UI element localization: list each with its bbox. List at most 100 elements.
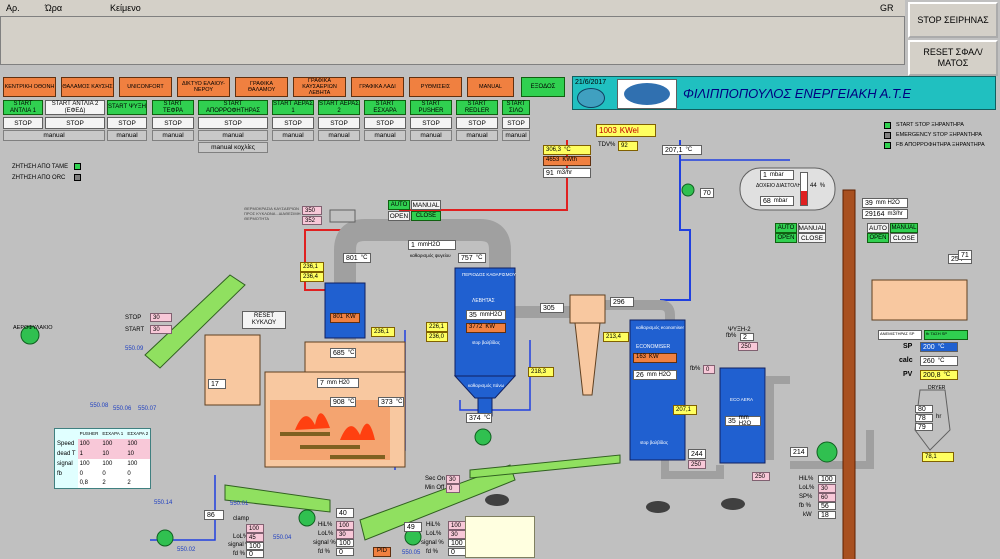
drier-top-t: 71 [958,250,972,260]
pusher-cell[interactable]: 1 [77,448,101,459]
stop-pump2-button[interactable]: STOP [45,117,105,129]
manual-pumps-button[interactable]: manual [3,130,105,141]
drier-sp2: 80 [915,405,933,413]
drier-sp-pct: 60 [818,493,836,502]
nav-manual[interactable]: MANUAL [467,77,514,97]
burner-manual-button[interactable]: MANUAL [411,200,441,210]
tank-close-button[interactable]: CLOSE [798,233,826,243]
pusher-cell[interactable]: 10 [125,448,151,459]
tank-open-button[interactable]: OPEN [775,233,797,243]
nav-oil-water[interactable]: ΔΙΚΤΥΟ ΕΛΑΙΟΥ-ΝΕΡΟΥ [177,77,230,97]
manual-grate-button[interactable]: manual [364,130,406,141]
stop-air2-button[interactable]: STOP [318,117,360,129]
manual-exhaust-button[interactable]: manual [198,130,268,141]
stop-grate-button[interactable]: STOP [364,117,406,129]
burner-note: ΘΕΡΜΟΚΡΑΣΙΑ ΚΑΥΣΑΕΡΙΩΝ ΠΡΟΣ ΚΥΚΛΩΝΑ - ΔΙ… [244,206,301,221]
blue-pipe-bottom [150,475,216,541]
top-temp-value: 306,3 [546,147,562,153]
chimney-close-button[interactable]: CLOSE [890,233,918,243]
ash-conveyor-left [224,484,331,513]
boiler-sub: stop βαλβίδας [472,340,501,345]
start-pump1-button[interactable]: START ΑΝΤΛΙΑ 1 [3,100,43,115]
pusher-cell[interactable]: 10 [100,448,126,459]
manual-air1-button[interactable]: manual [272,130,314,141]
chimney-manual-button[interactable]: MANUAL [890,223,918,233]
exit-button[interactable]: ΕΞΟΔΟΣ [521,77,565,97]
nav-oil-graphs[interactable]: ΓΡΑΦΙΚΑ ΛΑΔΙ [351,77,404,97]
drier-sp-pct-label: SP% [799,494,813,500]
stop-pusher-button[interactable]: STOP [410,117,452,129]
pusher-cell[interactable]: 100 [125,438,151,449]
manual-ash-button[interactable]: manual [152,130,194,141]
start-air1-button[interactable]: START ΑΕΡΑΣ 1 [272,100,314,115]
top-kwth-value: 4653 [546,157,560,163]
chimney-open-button[interactable]: OPEN [867,233,889,243]
stop-redler-button[interactable]: STOP [456,117,498,129]
start-redler-button[interactable]: START REDLER [456,100,498,115]
flame-icon [295,413,330,430]
manual-silo-button[interactable]: manual [502,130,530,141]
burner-close-button[interactable]: CLOSE [411,211,441,221]
start-silo-button[interactable]: START ΣΙΛΟ [502,100,530,115]
drier-avg: 79 [915,423,933,431]
flame-icon-2 [340,423,375,440]
start-air2-button[interactable]: START ΑΕΡΑΣ 2 [318,100,360,115]
burner-open-button[interactable]: OPEN [388,211,410,221]
reset-cycle-button[interactable]: RESET ΚΥΚΛΟΥ [242,311,286,329]
duct-p-unit: mmH2O [417,242,441,248]
bottom-lol-label: LoL% [233,534,249,540]
legend-emergency-swatch [884,132,891,139]
pusher-cell[interactable]: 100 [77,438,101,449]
reset-fault-button[interactable]: RESET ΣΦΑΛ/ΜΑΤΟΣ [908,40,998,76]
pusher-cell[interactable]: 100 [100,438,126,449]
tdv-label: TDV% [598,142,616,148]
start-grate-button[interactable]: START ΕΣΧΑΡΑ [364,100,406,115]
manual-pusher-button[interactable]: manual [410,130,452,141]
stop-silo-button[interactable]: STOP [502,117,530,129]
manual-screws-button[interactable]: manual κοχλίες [198,142,268,153]
duct-to-eco [600,300,675,330]
stop-cooling-button[interactable]: STOP [107,117,147,129]
pusher-row-label: dead T [57,450,76,457]
manual-cooling-button[interactable]: manual [107,130,147,141]
duct-sub: καθαρισμός ψυγείου [410,253,451,258]
pid-button[interactable]: PID [373,547,391,557]
nav-main[interactable]: ΚΕΝΤΡΙΚΗ ΟΘΟΝΗ [3,77,56,97]
manual-air2-button[interactable]: manual [318,130,360,141]
pusher-cell: 100 [125,458,151,469]
motor-550-04: 550.04 [273,535,292,541]
legend-fb: FB ΑΠΟΡΡΟΦΗΤΗΡΑ ΞΗΡΑΝΤΗΡΑ [896,142,985,148]
start-pump2-button[interactable]: START ΑΝΤΛΙΑ 2 (ΕΦΕΔ) [45,100,105,115]
start-pusher-button[interactable]: START PUSHER [410,100,452,115]
bottom2-lol-label: LoL% [318,531,334,537]
nav-combustion[interactable]: ΘΑΛΑΜΟΣ ΚΑΥΣΗΣ [61,77,114,97]
start-ash-button[interactable]: START ΤΕΦΡΑ [152,100,194,115]
burner-auto-button[interactable]: AUTO [388,200,410,210]
start-exhaust-button[interactable]: START ΑΠΟΡΡΟΦΗΤΗΡΑΣ [198,100,268,115]
nav-settings[interactable]: ΡΥΘΜΙΣΕΙΣ [409,77,462,97]
fb-small-value: 0 [703,365,715,374]
stop-siren-button[interactable]: STOP ΣΕΙΡΗΝΑΣ [908,2,998,38]
stop-exhaust-button[interactable]: STOP [198,117,268,129]
tank-auto-button[interactable]: AUTO [775,223,797,233]
nav-uniconfort[interactable]: UNICONFORT [119,77,172,97]
cool-name: ΨΥΞΗ-2 [728,327,751,333]
cool-t: 214 [790,447,808,457]
chimney-auto-button[interactable]: AUTO [867,223,889,233]
boiler-kw-unit: KW [485,324,496,330]
col-text: Κείμενο [110,3,141,13]
bottom-v40: 40 [336,508,354,518]
manual-redler-button[interactable]: manual [456,130,498,141]
bottom2-fd-value: 0 [336,548,354,556]
stop-pump1-button[interactable]: STOP [3,117,43,129]
start-cooling-button[interactable]: START ΨΥΞΗ [107,100,147,115]
tank-manual-button[interactable]: MANUAL [798,223,826,233]
stop-air1-button[interactable]: STOP [272,117,314,129]
alarm-log[interactable] [0,17,905,65]
nav-fluegas-graphs[interactable]: ΓΡΑΦΙΚΑ ΚΑΥΣΑΕΡΙΩΝ ΛΕΒΗΤΑ [293,77,346,97]
stop-ash-button[interactable]: STOP [152,117,194,129]
nav-chamber-graphs[interactable]: ΓΡΑΦΙΚΑ ΘΑΛΑΜΟΥ [235,77,288,97]
